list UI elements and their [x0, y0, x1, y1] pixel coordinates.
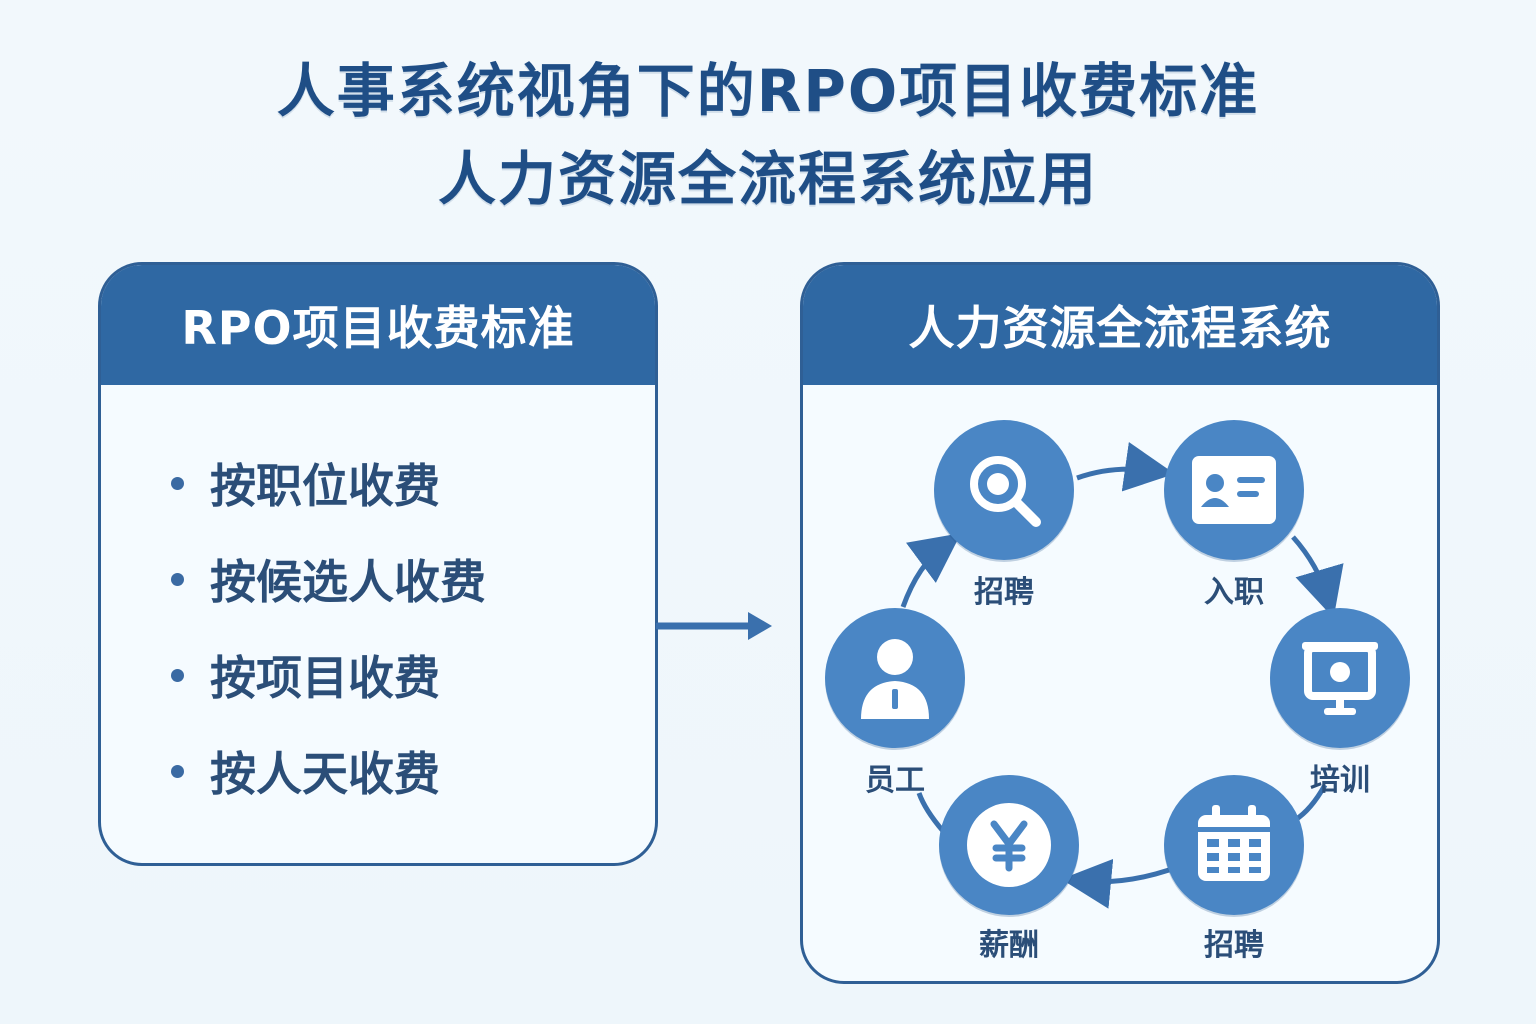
fee-standard-header: RPO项目收费标准: [101, 265, 655, 385]
hr-process-header: 人力资源全流程系统: [803, 265, 1437, 385]
node-training: [1270, 608, 1410, 748]
node-schedule-label: 招聘: [1204, 928, 1264, 963]
fee-item-by-man-day: 按人天收费: [171, 723, 486, 819]
id-card-icon: [1192, 456, 1276, 524]
arrow-schedule-to-payroll-icon: [1061, 858, 1170, 909]
fee-item-by-position: 按职位收费: [171, 435, 486, 531]
fee-item-by-candidate: 按候选人收费: [171, 531, 486, 627]
node-employee-label: 员工: [865, 763, 925, 798]
node-recruit: [934, 420, 1074, 560]
bullet-icon: [171, 476, 184, 490]
yen-icon: [967, 803, 1051, 887]
bullet-icon: [171, 764, 184, 778]
fee-standard-panel: RPO项目收费标准 按职位收费 按候选人收费 按项目收费 按人天收费: [98, 262, 658, 866]
presentation-icon: [1302, 642, 1378, 715]
bullet-icon: [171, 572, 184, 586]
fee-item-label: 按职位收费: [210, 459, 440, 513]
hr-process-panel: 人力资源全流程系统: [800, 262, 1440, 984]
page-title: 人事系统视角下的RPO项目收费标准: [276, 57, 1260, 125]
page-subtitle: 人力资源全流程系统应用: [437, 145, 1098, 213]
calendar-icon: [1198, 805, 1270, 881]
node-recruit-label: 招聘: [974, 575, 1034, 610]
node-onboard: [1164, 420, 1304, 560]
arrow-onboard-to-training-icon: [1291, 535, 1344, 619]
node-onboard-label: 入职: [1204, 575, 1264, 610]
bullet-icon: [171, 668, 184, 682]
node-employee: [825, 608, 965, 748]
arrow-employee-to-recruit-icon: [900, 533, 962, 608]
node-payroll: [939, 775, 1079, 915]
fee-item-label: 按候选人收费: [210, 555, 486, 609]
node-schedule: [1164, 775, 1304, 915]
panel-connector-arrow-icon: [656, 612, 772, 640]
fee-item-by-project: 按项目收费: [171, 627, 486, 723]
fee-item-label: 按人天收费: [210, 747, 440, 801]
node-payroll-label: 薪酬: [979, 928, 1039, 963]
fee-item-label: 按项目收费: [210, 651, 440, 705]
fee-list: 按职位收费 按候选人收费 按项目收费 按人天收费: [171, 435, 486, 819]
arrow-recruit-to-onboard-icon: [1076, 442, 1175, 492]
person-icon: [861, 639, 929, 719]
search-icon: [970, 456, 1041, 527]
node-training-label: 培训: [1310, 763, 1370, 798]
